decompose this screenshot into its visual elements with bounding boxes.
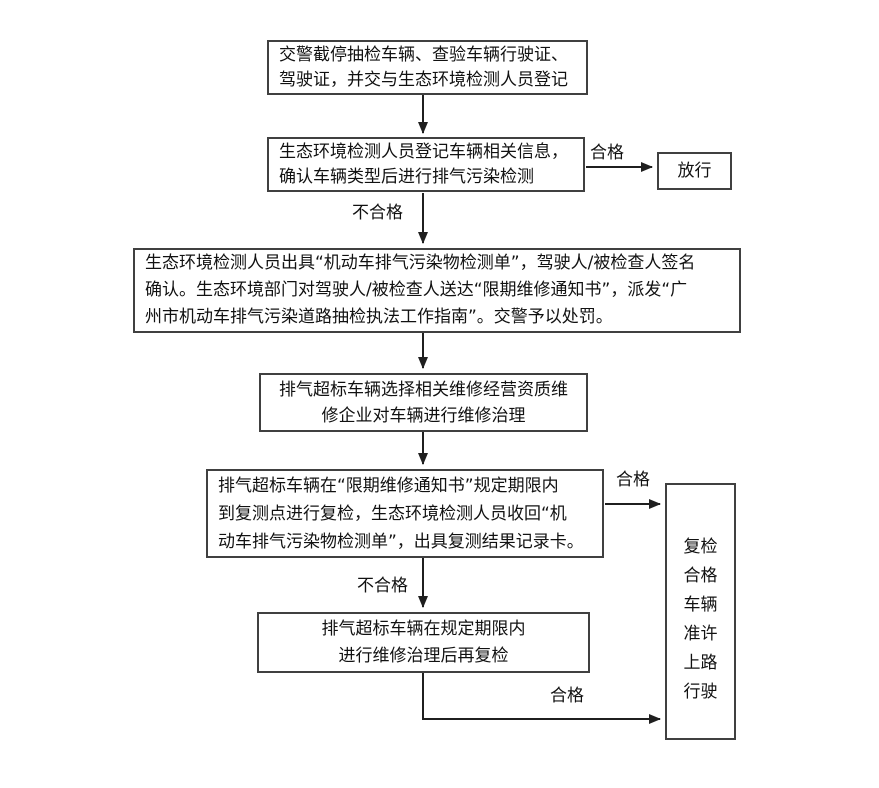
- node-allowed-line: 车辆: [683, 594, 718, 615]
- edge-label-pass-bottom: 合格: [550, 686, 584, 706]
- node-recheck: 排气超标车辆在“限期维修通知书”规定期限内 到复测点进行复检，生态环境检测人员收…: [206, 469, 604, 558]
- node-release: 放行: [657, 152, 732, 190]
- node-repair-again-text: 排气超标车辆在规定期限内 进行维修治理后再复检: [321, 618, 526, 666]
- edge-label-fail-top: 不合格: [352, 203, 403, 223]
- node-register-text: 生态环境检测人员登记车辆相关信息， 确认车辆类型后进行排气污染检测: [279, 141, 568, 187]
- edge-label-pass-top: 合格: [590, 143, 624, 163]
- node-release-text: 放行: [677, 161, 712, 181]
- node-allowed-line: 合格: [683, 565, 718, 586]
- node-issue-notice: 生态环境检测人员出具“机动车排气污染物检测单”，驾驶人/被检查人签名 确认。生态…: [133, 248, 741, 333]
- node-allowed-line: 上路: [683, 652, 718, 673]
- node-stop-check: 交警截停抽检车辆、查验车辆行驶证、 驾驶证，并交与生态环境检测人员登记: [267, 40, 588, 95]
- node-repair-select: 排气超标车辆选择相关维修经营资质维 修企业对车辆进行维修治理: [259, 373, 588, 432]
- node-repair-select-text: 排气超标车辆选择相关维修经营资质维 修企业对车辆进行维修治理: [279, 379, 568, 426]
- node-register: 生态环境检测人员登记车辆相关信息， 确认车辆类型后进行排气污染检测: [267, 137, 585, 192]
- node-allowed-line: 行驶: [683, 681, 718, 702]
- edge-label-fail-mid: 不合格: [357, 576, 408, 596]
- edge-label-pass-mid: 合格: [616, 470, 650, 490]
- arrow-repairagain-to-allowed: [422, 673, 661, 724]
- node-stop-check-text: 交警截停抽检车辆、查验车辆行驶证、 驾驶证，并交与生态环境检测人员登记: [279, 44, 568, 90]
- node-allowed-on-road: 复检 合格 车辆 准许 上路 行驶: [665, 483, 736, 740]
- node-issue-notice-text: 生态环境检测人员出具“机动车排气污染物检测单”，驾驶人/被检查人签名 确认。生态…: [145, 253, 696, 327]
- node-allowed-line: 准许: [683, 623, 718, 644]
- node-allowed-line: 复检: [683, 536, 718, 557]
- node-recheck-text: 排气超标车辆在“限期维修通知书”规定期限内 到复测点进行复检，生态环境检测人员收…: [218, 475, 584, 552]
- node-repair-again: 排气超标车辆在规定期限内 进行维修治理后再复检: [257, 612, 590, 673]
